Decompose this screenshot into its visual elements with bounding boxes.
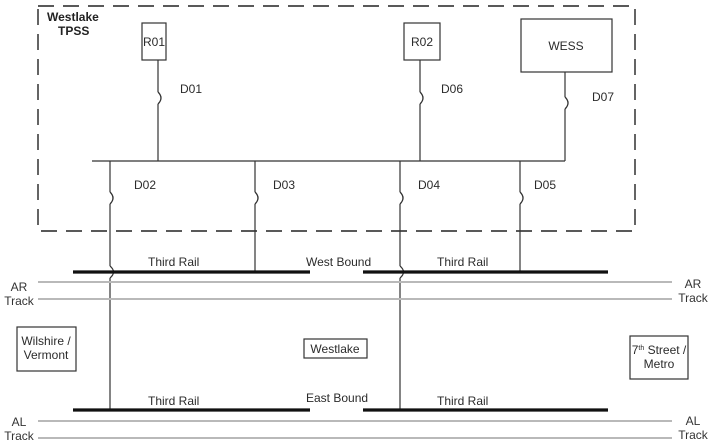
breaker-d05-label: D05 [534, 178, 556, 192]
breaker-d06-label: D06 [441, 82, 463, 96]
breaker-d06-icon[interactable] [419, 91, 424, 105]
breaker-d02-icon[interactable] [109, 191, 114, 205]
breaker-d03-icon[interactable] [254, 191, 259, 205]
rectifier-r01[interactable]: R01 [141, 22, 167, 61]
branch-d04: D04 [399, 161, 440, 410]
svg-text:R02: R02 [411, 35, 433, 49]
substation-name-line1: Westlake [47, 10, 99, 24]
wess-unit[interactable]: WESS [520, 18, 613, 73]
ar-track-label-right-2: Track [678, 291, 709, 305]
branch-d03: D03 [254, 161, 295, 272]
substation-boundary [37, 5, 636, 232]
breaker-d07-label: D07 [592, 90, 614, 104]
ar-track-label-left-2: Track [4, 294, 35, 308]
third-rail-label-wb-left: Third Rail [148, 255, 199, 269]
breaker-d02-label: D02 [134, 178, 156, 192]
svg-text:Vermont: Vermont [24, 348, 69, 362]
breaker-d04-label: D04 [418, 178, 440, 192]
third-rail-label-eb-left: Third Rail [148, 394, 199, 408]
ar-track-label-left-1: AR [11, 280, 28, 294]
substation-name-line2: TPSS [58, 24, 89, 38]
third-rail-label-wb-right: Third Rail [437, 255, 488, 269]
rectifier-r02[interactable]: R02 [403, 22, 441, 61]
third-rail-label-eb-right: Third Rail [437, 394, 488, 408]
breaker-d07-icon[interactable] [564, 96, 569, 110]
al-track-label-left-2: Track [4, 429, 35, 443]
feeder-d06: D06 [419, 60, 463, 161]
svg-text:Westlake: Westlake [310, 342, 359, 356]
breaker-d01-label: D01 [180, 82, 202, 96]
station-7th-street-metro[interactable]: 7th Street / Metro [629, 335, 689, 380]
al-track-label-right-1: AL [686, 414, 701, 428]
breaker-d04-icon[interactable] [399, 191, 404, 205]
svg-text:Wilshire /: Wilshire / [21, 334, 71, 348]
svg-text:7th Street /: 7th Street / [632, 343, 687, 357]
station-wilshire-vermont[interactable]: Wilshire / Vermont [16, 326, 77, 372]
svg-text:Metro: Metro [644, 357, 675, 371]
svg-text:WESS: WESS [548, 39, 583, 53]
station-westlake[interactable]: Westlake [303, 338, 368, 359]
breaker-d05-icon[interactable] [519, 191, 524, 205]
west-bound-label: West Bound [306, 255, 371, 269]
feeder-d07: D07 [564, 72, 614, 161]
breaker-d01-icon[interactable] [157, 91, 162, 105]
ar-track-label-right-1: AR [685, 277, 702, 291]
branch-d05: D05 [519, 161, 556, 272]
branch-d02: D02 [109, 161, 156, 410]
breaker-d03-label: D03 [273, 178, 295, 192]
feeder-d01: D01 [157, 60, 202, 161]
east-bound-label: East Bound [306, 391, 368, 405]
al-track-label-right-2: Track [678, 428, 709, 442]
svg-text:R01: R01 [143, 35, 165, 49]
al-track-label-left-1: AL [12, 415, 27, 429]
